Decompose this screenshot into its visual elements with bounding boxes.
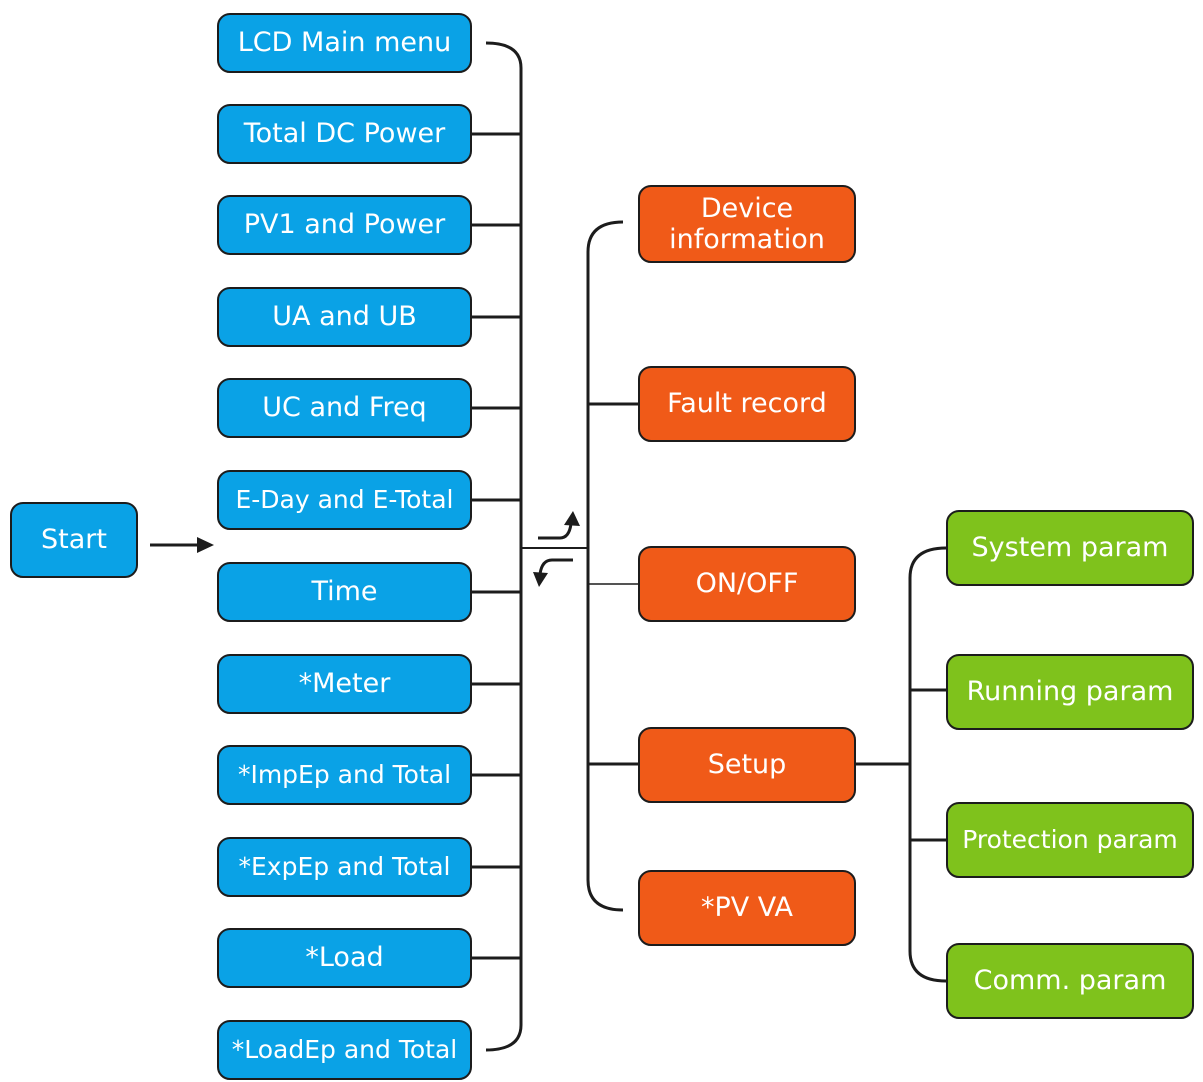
main-menu-item-uc-and-freq[interactable]: UC and Freq [217,378,472,438]
setup-menu-bracket [908,546,947,983]
main-menu-item-total-dc-power[interactable]: Total DC Power [217,104,472,164]
back-arrow-head [533,572,548,587]
main-menu-bracket [485,41,523,1052]
sub-menu-item-on-off[interactable]: ON/OFF [638,546,856,622]
forward-curved-arrow [538,523,573,540]
start-arrow-head [197,537,214,553]
main-menu-item-meter[interactable]: *Meter [217,654,472,714]
main-menu-item-load[interactable]: *Load [217,928,472,988]
sub-menu-bracket [586,220,624,912]
start-label: Start [41,524,107,556]
main-menu-item-pv1-and-power[interactable]: PV1 and Power [217,195,472,255]
main-menu-item-expep-and-total[interactable]: *ExpEp and Total [217,837,472,897]
main-menu-item-time[interactable]: Time [217,562,472,622]
start-button[interactable]: Start [10,502,138,578]
back-curved-arrow [538,558,573,575]
main-menu-item-e-day-and-e-total[interactable]: E-Day and E-Total [217,470,472,530]
main-menu-item-impep-and-total[interactable]: *ImpEp and Total [217,745,472,805]
main-menu-item-lcd-main-menu[interactable]: LCD Main menu [217,13,472,73]
setup-menu-item-protection-param[interactable]: Protection param [946,802,1194,878]
main-menu-item-ua-and-ub[interactable]: UA and UB [217,287,472,347]
setup-menu-item-comm-param[interactable]: Comm. param [946,943,1194,1019]
sub-menu-item-fault-record[interactable]: Fault record [638,366,856,442]
setup-menu-item-system-param[interactable]: System param [946,510,1194,586]
sub-menu-item-pv-va[interactable]: *PV VA [638,870,856,946]
forward-arrow-head [564,511,580,526]
sub-menu-item-device-information[interactable]: Device information [638,185,856,263]
sub-menu-item-setup[interactable]: Setup [638,727,856,803]
setup-menu-item-running-param[interactable]: Running param [946,654,1194,730]
main-menu-item-loadep-and-total[interactable]: *LoadEp and Total [217,1020,472,1080]
